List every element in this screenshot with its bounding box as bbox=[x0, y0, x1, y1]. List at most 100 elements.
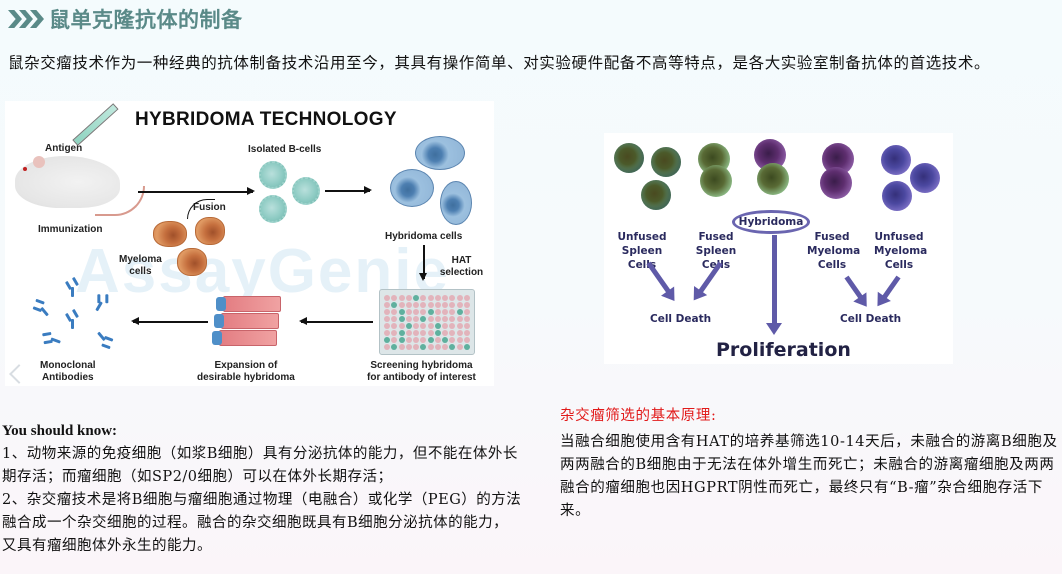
plate-well bbox=[442, 330, 448, 336]
plate-well bbox=[463, 337, 470, 343]
plate-well bbox=[456, 323, 463, 329]
plate-well bbox=[391, 316, 398, 322]
plate-well bbox=[463, 295, 470, 301]
antibody-icon bbox=[65, 281, 81, 297]
plate-well bbox=[449, 302, 456, 308]
b-cell bbox=[259, 195, 287, 223]
plate-well bbox=[427, 337, 434, 343]
plate-well bbox=[434, 330, 441, 336]
plate-well bbox=[384, 309, 390, 315]
fused-spleen-cell bbox=[700, 165, 732, 197]
plate-well bbox=[449, 309, 456, 315]
plate-well bbox=[420, 316, 427, 322]
plate-well bbox=[449, 337, 456, 343]
you-should-know-section: You should know: 1、动物来源的免疫细胞（如浆B细胞）具有分泌抗… bbox=[2, 420, 522, 558]
culture-flask bbox=[214, 313, 279, 329]
plate-well bbox=[463, 309, 470, 315]
plate-well bbox=[405, 316, 412, 322]
plate-well bbox=[434, 337, 441, 343]
plate-well bbox=[391, 337, 398, 343]
plate-well bbox=[456, 330, 463, 336]
plate-well bbox=[405, 302, 412, 308]
plate-well bbox=[420, 323, 427, 329]
arrow-to-proliferation bbox=[766, 235, 782, 335]
plate-well bbox=[413, 330, 419, 336]
principle-heading: 杂交瘤筛选的基本原理: bbox=[560, 408, 717, 424]
label-myeloma-cells: Myeloma cells bbox=[119, 254, 162, 277]
plate-well bbox=[442, 344, 448, 350]
plate-well bbox=[449, 344, 456, 350]
arrow-right bbox=[138, 188, 255, 194]
fused-myeloma-cell bbox=[820, 167, 852, 199]
plate-well bbox=[405, 344, 412, 350]
hybridoma-technology-figure: AssayGenie Hybridoma Technology Antigen … bbox=[5, 101, 494, 386]
plate-well bbox=[449, 330, 456, 336]
plate-well bbox=[398, 309, 405, 315]
plate-well bbox=[391, 302, 398, 308]
label-isolated-b-cells: Isolated B-cells bbox=[248, 144, 322, 155]
label-antigen: Antigen bbox=[45, 143, 83, 154]
label-hat-selection: HAT selection bbox=[439, 255, 484, 278]
plate-well bbox=[405, 295, 412, 301]
arrow-left bbox=[131, 318, 208, 324]
myeloma-cell bbox=[195, 217, 225, 245]
plate-well bbox=[420, 337, 427, 343]
plate-well bbox=[391, 323, 398, 329]
antibody-icon bbox=[65, 313, 81, 329]
unfused-spleen-cell bbox=[651, 147, 681, 177]
plate-well bbox=[456, 344, 463, 350]
plate-well bbox=[413, 316, 419, 322]
plate-well bbox=[463, 330, 470, 336]
plate-well bbox=[427, 323, 434, 329]
plate-well bbox=[384, 316, 390, 322]
mouse-ear bbox=[33, 156, 45, 168]
label-unfused-myeloma-cells: Unfused Myeloma Cells bbox=[874, 231, 928, 271]
plate-well bbox=[449, 323, 456, 329]
plate-well bbox=[442, 337, 448, 343]
culture-flask bbox=[212, 330, 277, 346]
plate-well bbox=[434, 316, 441, 322]
plate-well bbox=[398, 344, 405, 350]
antibody-icon bbox=[43, 329, 64, 350]
page-title: 鼠单克隆抗体的制备 bbox=[49, 8, 243, 32]
plate-well bbox=[420, 330, 427, 336]
arrow-to-cell-death bbox=[881, 275, 901, 300]
plate-well bbox=[463, 323, 470, 329]
plate-well bbox=[413, 309, 419, 315]
figure-title: Hybridoma Technology bbox=[135, 109, 397, 130]
plate-well bbox=[398, 302, 405, 308]
plate-well bbox=[413, 323, 419, 329]
carousel-prev-button[interactable] bbox=[9, 363, 23, 387]
arrow-to-cell-death bbox=[844, 275, 864, 300]
plate-well bbox=[456, 295, 463, 301]
plate-well bbox=[442, 295, 448, 301]
plate-well bbox=[427, 295, 434, 301]
antibody-icon bbox=[32, 298, 55, 321]
unfused-spleen-cell bbox=[641, 180, 671, 210]
arrow-right bbox=[325, 187, 372, 193]
plate-well bbox=[442, 323, 448, 329]
plate-well bbox=[463, 302, 470, 308]
label-hybridoma-cells: Hybridoma cells bbox=[385, 231, 463, 242]
intro-paragraph: 鼠杂交瘤技术作为一种经典的抗体制备技术沿用至今，其具有操作简单、对实验硬件配备不… bbox=[8, 54, 991, 72]
plate-well bbox=[384, 295, 390, 301]
unfused-myeloma-cell bbox=[882, 181, 912, 211]
arrow-down bbox=[420, 245, 426, 281]
myeloma-cell bbox=[153, 221, 187, 247]
plate-well bbox=[413, 337, 419, 343]
plate-well bbox=[405, 323, 412, 329]
label-unfused-spleen-cells: Unfused Spleen Cells bbox=[617, 231, 667, 271]
plate-well bbox=[398, 316, 405, 322]
b-cell bbox=[292, 177, 320, 205]
triple-chevron-right-icon bbox=[8, 10, 44, 28]
antibody-icon bbox=[90, 293, 112, 315]
label-cell-death-right: Cell Death bbox=[840, 313, 902, 325]
plate-well bbox=[413, 295, 419, 301]
plate-well bbox=[427, 309, 434, 315]
plate-well bbox=[463, 316, 470, 322]
plate-well bbox=[449, 295, 456, 301]
plate-well bbox=[463, 344, 470, 350]
plate-well bbox=[420, 309, 427, 315]
plate-well bbox=[405, 309, 412, 315]
label-fused-spleen-cells: Fused Spleen Cells bbox=[695, 231, 737, 271]
